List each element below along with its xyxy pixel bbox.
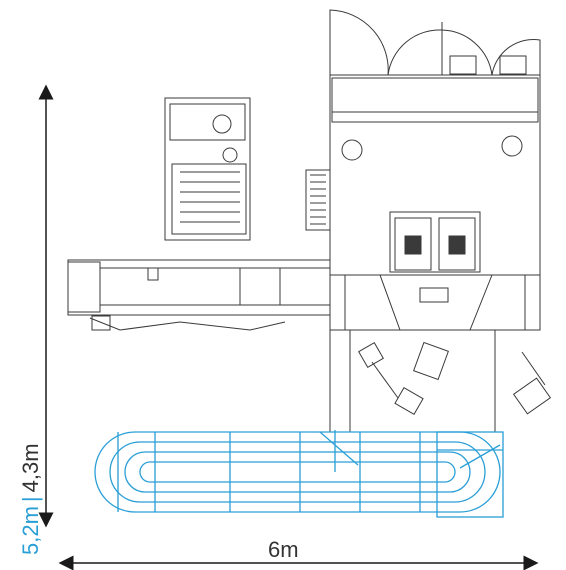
- main-machine-body: [329, 74, 541, 432]
- height-machine-text: 4,3m: [18, 443, 43, 493]
- robot-arms: [358, 341, 552, 415]
- infeed-unit: [67, 259, 331, 331]
- height-separator: |: [18, 496, 43, 503]
- side-grid-panel: [305, 169, 331, 231]
- top-hoppers: [329, 9, 541, 76]
- electrical-cabinet: [164, 97, 251, 241]
- height-with-conveyor-text: 5,2m: [18, 506, 43, 555]
- outfeed-conveyor: [94, 430, 504, 518]
- width-dimension-label: 6m: [268, 537, 299, 562]
- height-dimension-label: 5,2m | 4,3m: [18, 355, 48, 555]
